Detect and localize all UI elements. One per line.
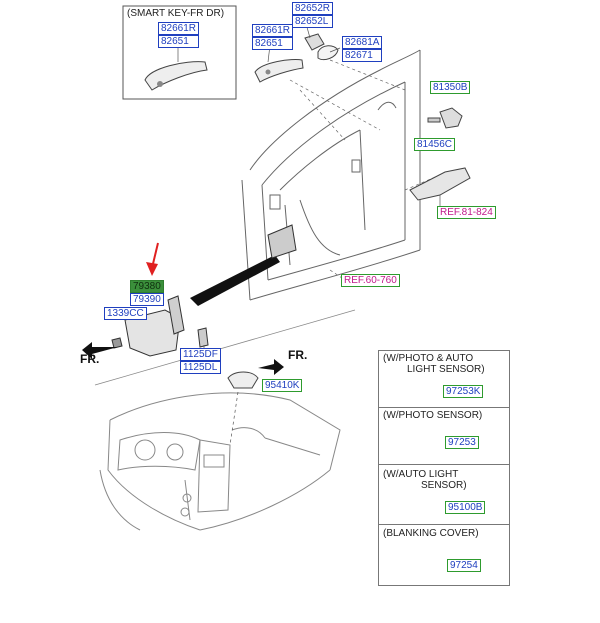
variant-caption: (BLANKING COVER): [383, 528, 479, 539]
handle-part-labels: 82661R 82651: [252, 24, 294, 50]
hinge-bolt-label[interactable]: 81350B: [430, 81, 471, 94]
highlighted-part-label[interactable]: 79380: [130, 280, 164, 293]
checker-bolt-label[interactable]: 1339CC: [104, 307, 147, 320]
door-hinge-drawing: [409, 167, 471, 201]
fr-marker-upper: FR.: [288, 348, 308, 362]
door-checker-drawing: [124, 309, 181, 357]
variant-caption: (W/AUTO LIGHT: [383, 469, 459, 480]
part-label[interactable]: 82661R: [158, 22, 200, 35]
smart-key-inset-frame: [122, 5, 237, 100]
checker-screw-labels: 1125DF 1125DL: [180, 348, 221, 374]
variant-caption: (W/PHOTO SENSOR): [383, 410, 483, 421]
variant-caption: SENSOR): [421, 480, 467, 491]
outside-handle-drawing: [254, 59, 304, 83]
variant-panel-1: (W/PHOTO & AUTO LIGHT SENSOR) 97253K: [378, 350, 510, 409]
variant-part-label[interactable]: 97254: [447, 559, 481, 572]
variant-part-label[interactable]: 95100B: [445, 501, 486, 514]
part-label[interactable]: 79390: [130, 293, 164, 306]
door-ref-label[interactable]: REF.60-760: [341, 274, 400, 287]
pointer-arrow-head: [146, 262, 158, 276]
dashboard-drawing: [99, 392, 341, 531]
checker-part-labels: 79380 79390: [130, 280, 164, 306]
smart-key-handle-drawing: [144, 61, 208, 91]
part-label[interactable]: 82671: [342, 49, 383, 62]
variant-part-label[interactable]: 97253: [445, 436, 479, 449]
variant-panel-2: (W/PHOTO SENSOR) 97253: [378, 407, 510, 466]
cover-part-labels: 82652R 82652L: [292, 2, 334, 28]
hinge-ref-label[interactable]: REF.81-824: [437, 206, 496, 219]
checker-band-drawing: [190, 255, 280, 306]
section-divider: [94, 309, 356, 386]
checker-bracket-drawing: [267, 224, 297, 259]
escutcheon-part-labels: 82681A 82671: [342, 36, 383, 62]
checker-bolt-drawing: [111, 337, 123, 349]
part-label[interactable]: 82652R: [292, 2, 334, 15]
part-label[interactable]: 1125DF: [180, 348, 221, 361]
part-label[interactable]: 82661R: [252, 24, 294, 37]
dash-sensor-drawing: [227, 371, 259, 389]
fr-arrow-lower: [82, 342, 118, 359]
variant-panel-4: (BLANKING COVER) 97254: [378, 524, 510, 586]
variant-caption: LIGHT SENSOR): [407, 364, 485, 375]
part-label[interactable]: 1125DL: [180, 361, 221, 374]
leader-lines: [289, 59, 441, 281]
smart-key-button: [157, 81, 163, 87]
part-label[interactable]: 82652L: [292, 15, 334, 28]
escutcheon-drawing: [317, 45, 339, 61]
hinge-label[interactable]: 81456C: [414, 138, 456, 151]
fr-marker-lower: FR.: [80, 352, 100, 366]
smart-key-caption: (SMART KEY-FR DR): [127, 8, 225, 19]
part-label[interactable]: 82651: [252, 37, 294, 50]
checker-screw-drawing: [197, 327, 209, 348]
part-label[interactable]: 82681A: [342, 36, 383, 49]
fr-arrow-upper: [258, 359, 284, 375]
hinge-bolt-drawing: [427, 117, 441, 123]
hinge-nut-drawing: [439, 107, 463, 129]
part-label[interactable]: 82651: [158, 35, 200, 48]
dash-sensor-label[interactable]: 95410K: [262, 379, 303, 392]
variant-caption: (W/PHOTO & AUTO: [383, 353, 474, 364]
variant-part-label[interactable]: 97253K: [443, 385, 484, 398]
smart-key-part-labels: 82661R 82651: [158, 22, 200, 48]
variant-panel-3: (W/AUTO LIGHT SENSOR) 95100B: [378, 464, 510, 526]
